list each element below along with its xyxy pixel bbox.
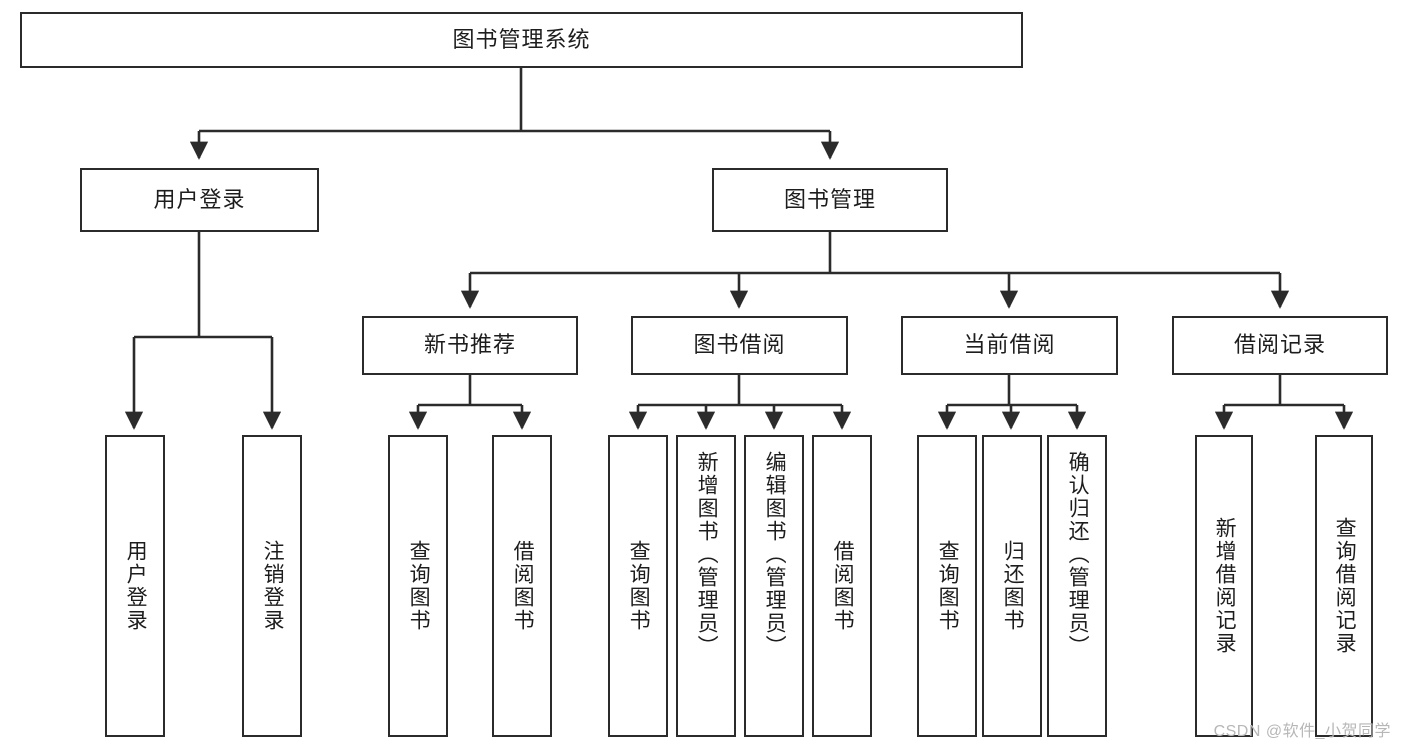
- leaf-borrow-book-2[interactable]: 借阅图书: [812, 435, 872, 737]
- leaf-confirm-return-label: 确认归还（管理员）: [1066, 451, 1090, 658]
- node-book-management[interactable]: 图书管理: [712, 168, 948, 232]
- leaf-query-book-3-label: 查询图书: [936, 540, 960, 632]
- leaf-user-login[interactable]: 用户登录: [105, 435, 165, 737]
- node-root[interactable]: 图书管理系统: [20, 12, 1023, 68]
- leaf-query-book-1[interactable]: 查询图书: [388, 435, 448, 737]
- leaf-borrow-book-1-label: 借阅图书: [511, 540, 535, 632]
- csdn-watermark: CSDN @软件_小贺同学: [1213, 723, 1391, 740]
- leaf-user-login-label: 用户登录: [124, 540, 148, 632]
- leaf-borrow-book-2-label: 借阅图书: [831, 540, 855, 632]
- leaf-query-book-2-label: 查询图书: [627, 540, 651, 632]
- leaf-return-book-label: 归还图书: [1001, 540, 1025, 632]
- leaf-query-record[interactable]: 查询借阅记录: [1315, 435, 1373, 737]
- node-user-login[interactable]: 用户登录: [80, 168, 319, 232]
- leaf-query-book-3[interactable]: 查询图书: [917, 435, 977, 737]
- node-borrow-record-label: 借阅记录: [1233, 332, 1326, 358]
- leaf-confirm-return[interactable]: 确认归还（管理员）: [1047, 435, 1107, 737]
- leaf-return-book[interactable]: 归还图书: [982, 435, 1042, 737]
- leaf-borrow-book-1[interactable]: 借阅图书: [492, 435, 552, 737]
- leaf-query-book-1-label: 查询图书: [407, 540, 431, 632]
- node-borrow-record[interactable]: 借阅记录: [1172, 316, 1388, 375]
- leaf-add-record[interactable]: 新增借阅记录: [1195, 435, 1253, 737]
- leaf-edit-book[interactable]: 编辑图书（管理员）: [744, 435, 804, 737]
- leaf-query-book-2[interactable]: 查询图书: [608, 435, 668, 737]
- leaf-add-book[interactable]: 新增图书（管理员）: [676, 435, 736, 737]
- node-current-borrow-label: 当前借阅: [963, 332, 1056, 358]
- node-new-book-recommend[interactable]: 新书推荐: [362, 316, 578, 375]
- leaf-query-record-label: 查询借阅记录: [1333, 517, 1357, 655]
- leaf-edit-book-label: 编辑图书（管理员）: [763, 451, 787, 658]
- node-book-borrow[interactable]: 图书借阅: [631, 316, 848, 375]
- node-book-management-label: 图书管理: [783, 186, 876, 212]
- node-book-borrow-label: 图书借阅: [693, 332, 786, 358]
- leaf-add-book-label: 新增图书（管理员）: [695, 451, 719, 658]
- node-user-login-label: 用户登录: [153, 186, 246, 212]
- node-current-borrow[interactable]: 当前借阅: [901, 316, 1118, 375]
- leaf-logout-login-label: 注销登录: [261, 540, 285, 632]
- node-root-label: 图书管理系统: [452, 26, 591, 52]
- node-new-book-recommend-label: 新书推荐: [423, 332, 516, 358]
- leaf-logout-login[interactable]: 注销登录: [242, 435, 302, 737]
- leaf-add-record-label: 新增借阅记录: [1213, 517, 1237, 655]
